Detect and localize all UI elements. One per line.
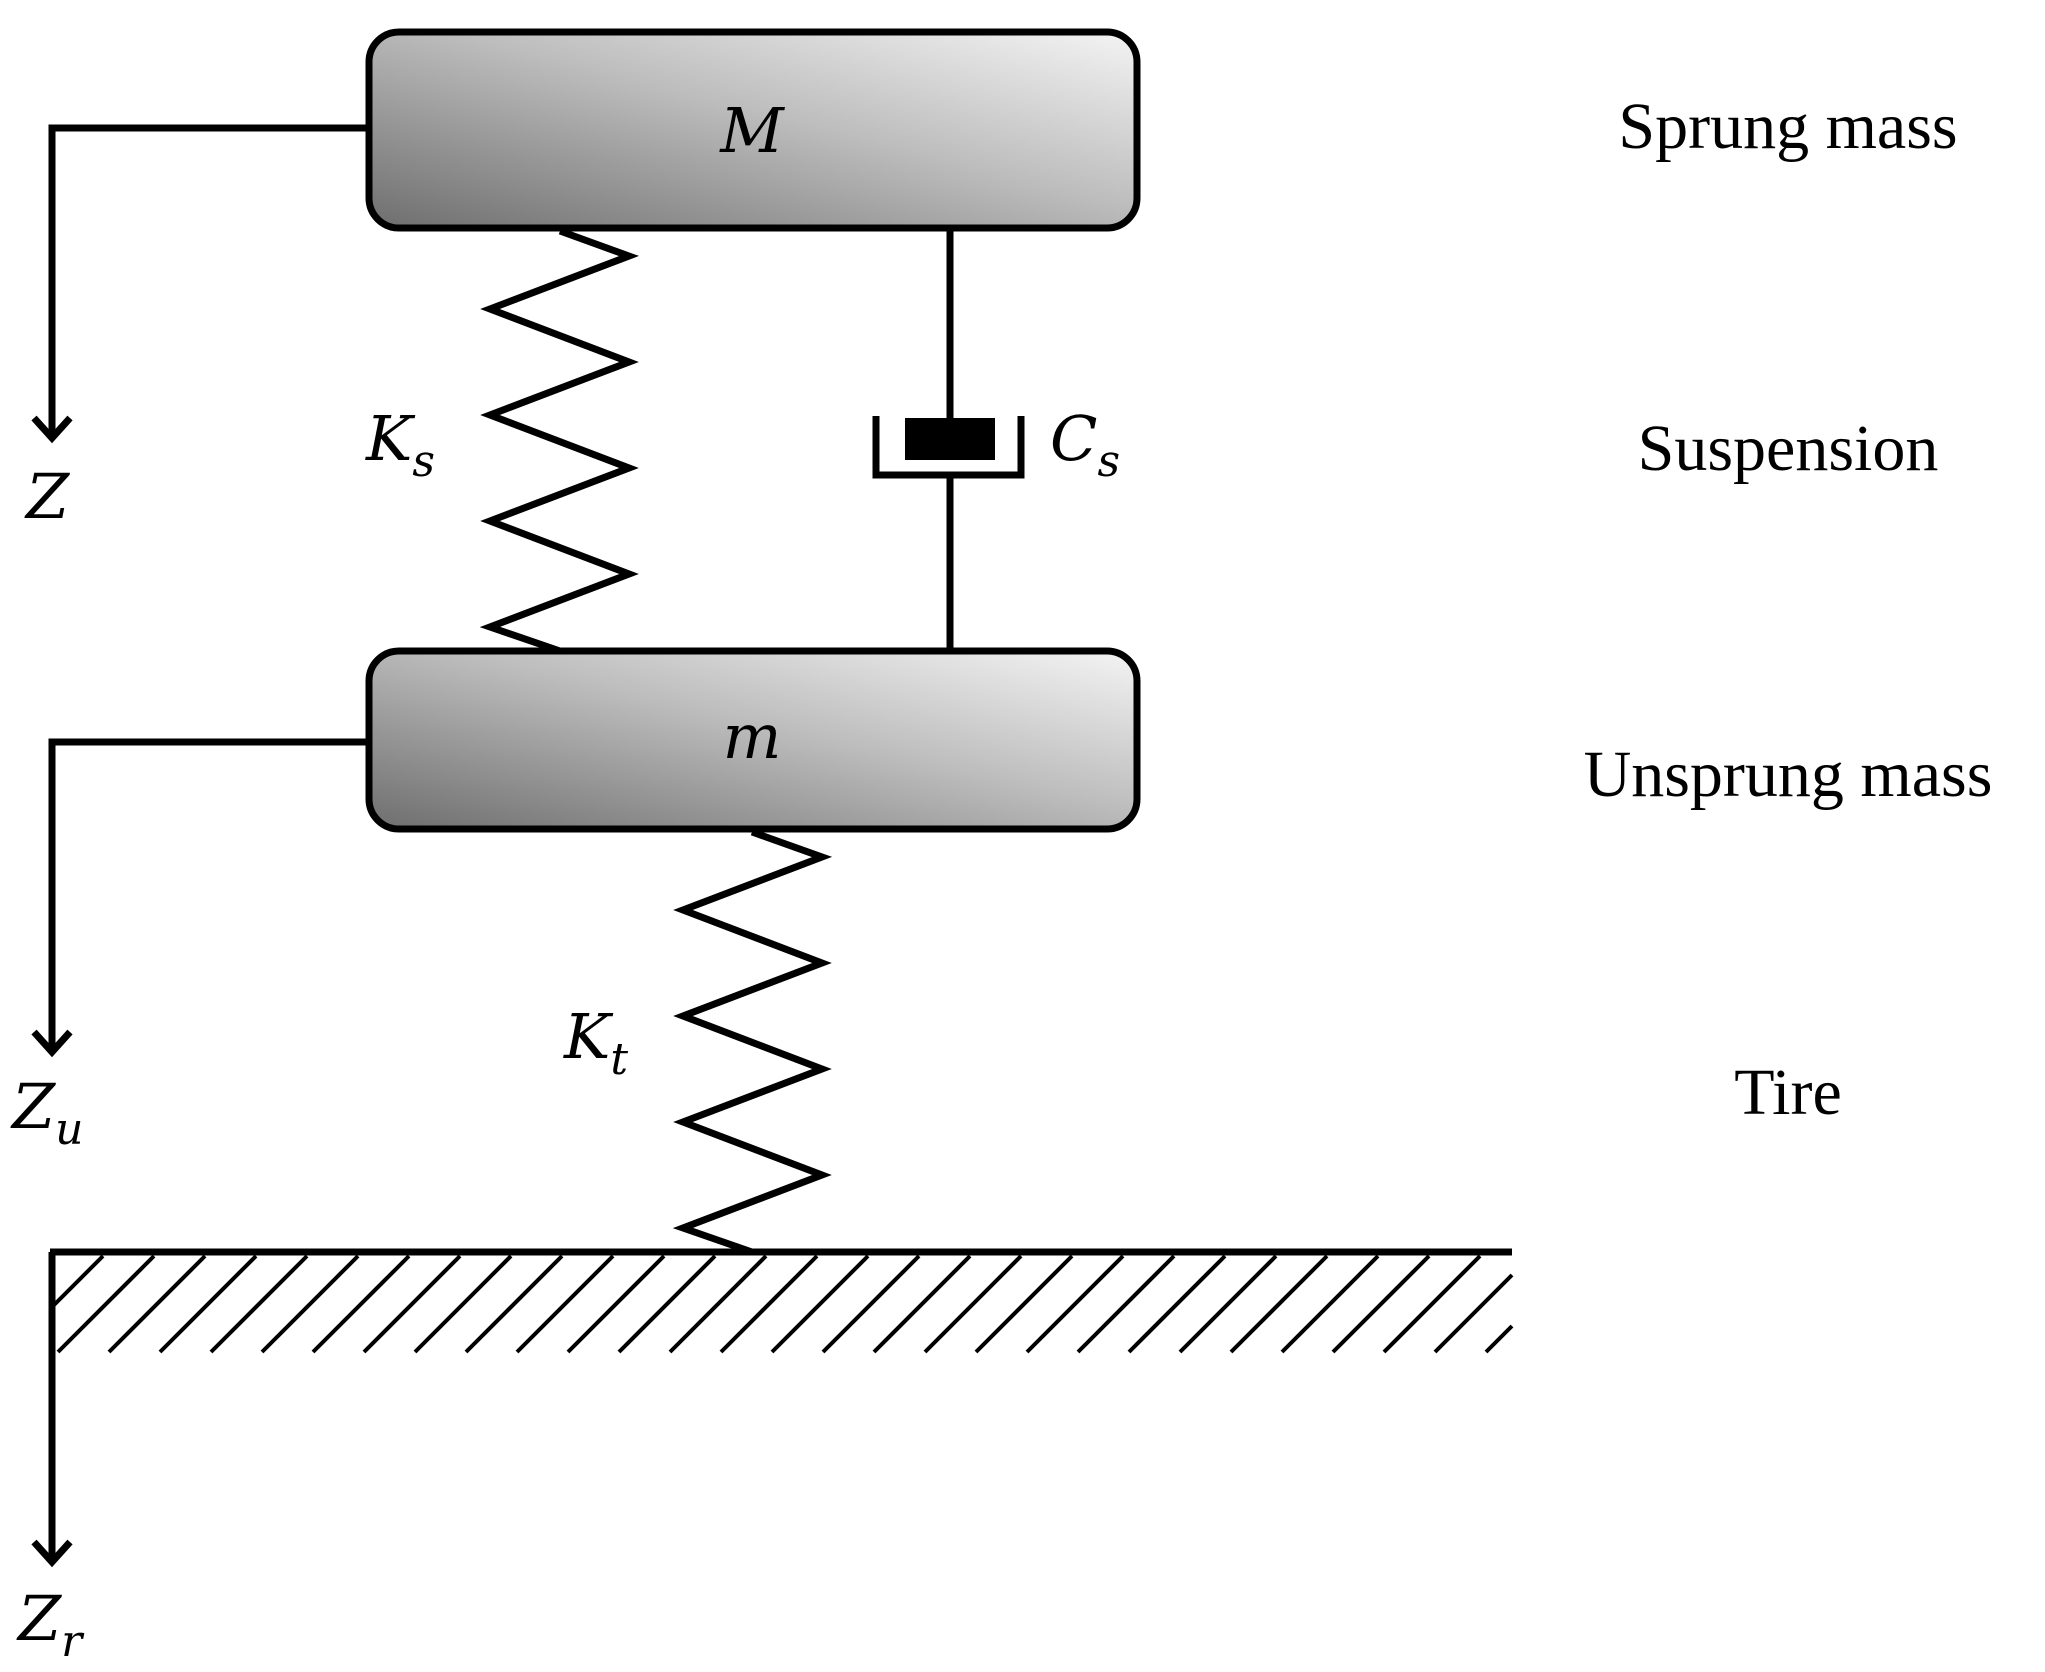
suspension-spring — [479, 227, 640, 655]
ground-hatch-line — [362, 1254, 462, 1354]
ground-hatch-line — [1331, 1254, 1431, 1354]
ground-hatch-line — [719, 1254, 819, 1354]
wheel-displacement-arrow — [31, 738, 369, 1058]
tire-spring-label: Kt — [563, 1000, 628, 1085]
wheel-displacement-label: Zu — [10, 1070, 83, 1155]
road-displacement-arrow — [31, 1252, 73, 1568]
ground-hatch-line — [821, 1254, 921, 1354]
ground-hatch-line — [56, 1254, 156, 1354]
ground-hatch-line — [260, 1254, 360, 1354]
ground-hatch-line — [311, 1254, 411, 1354]
ground-hatch-line — [1382, 1254, 1482, 1354]
ground-hatch-line — [464, 1254, 564, 1354]
ground-hatch-line — [1280, 1254, 1380, 1354]
road-ground — [50, 1248, 1514, 1354]
suspension-caption: Suspension — [1638, 412, 1939, 485]
unsprung-mass-symbol: m — [723, 700, 782, 773]
ground-hatch-line — [209, 1254, 309, 1354]
ground-hatch-line — [1484, 1324, 1514, 1354]
tire-caption: Tire — [1734, 1056, 1842, 1129]
ground-hatch-line — [872, 1254, 972, 1354]
ground-hatch-line — [923, 1254, 1023, 1354]
ground-hatch-line — [1025, 1254, 1125, 1354]
suspension-damper-label: Cs — [1050, 402, 1120, 487]
ground-hatch-line — [1178, 1254, 1278, 1354]
ground-hatch-line — [107, 1254, 207, 1354]
ground-hatch-line — [668, 1254, 768, 1354]
sprung-mass-caption: Sprung mass — [1618, 90, 1957, 163]
sprung-mass-symbol: M — [719, 94, 785, 167]
tire-spring — [672, 828, 833, 1256]
ground-hatch-line — [158, 1254, 258, 1354]
ground-hatch-line — [1076, 1254, 1176, 1354]
body-displacement-label: Z — [24, 460, 70, 533]
body-displacement-arrow — [31, 124, 369, 444]
ground-hatch-line — [770, 1254, 870, 1354]
ground-hatch-line — [1433, 1273, 1514, 1354]
ground-hatch-line — [566, 1254, 666, 1354]
suspension-damper — [872, 231, 1025, 651]
ground-hatch-line — [413, 1254, 513, 1354]
unsprung-mass-caption: Unsprung mass — [1584, 738, 1993, 811]
road-displacement-label: Zr — [16, 1582, 85, 1667]
ground-hatch-line — [1229, 1254, 1329, 1354]
ground-hatch-line — [515, 1254, 615, 1354]
ground-hatch-line — [617, 1254, 717, 1354]
ground-hatch-line — [974, 1254, 1074, 1354]
ground-hatch-line — [1127, 1254, 1227, 1354]
suspension-spring-label: Ks — [365, 402, 435, 487]
ground-hatch-line — [50, 1254, 105, 1309]
